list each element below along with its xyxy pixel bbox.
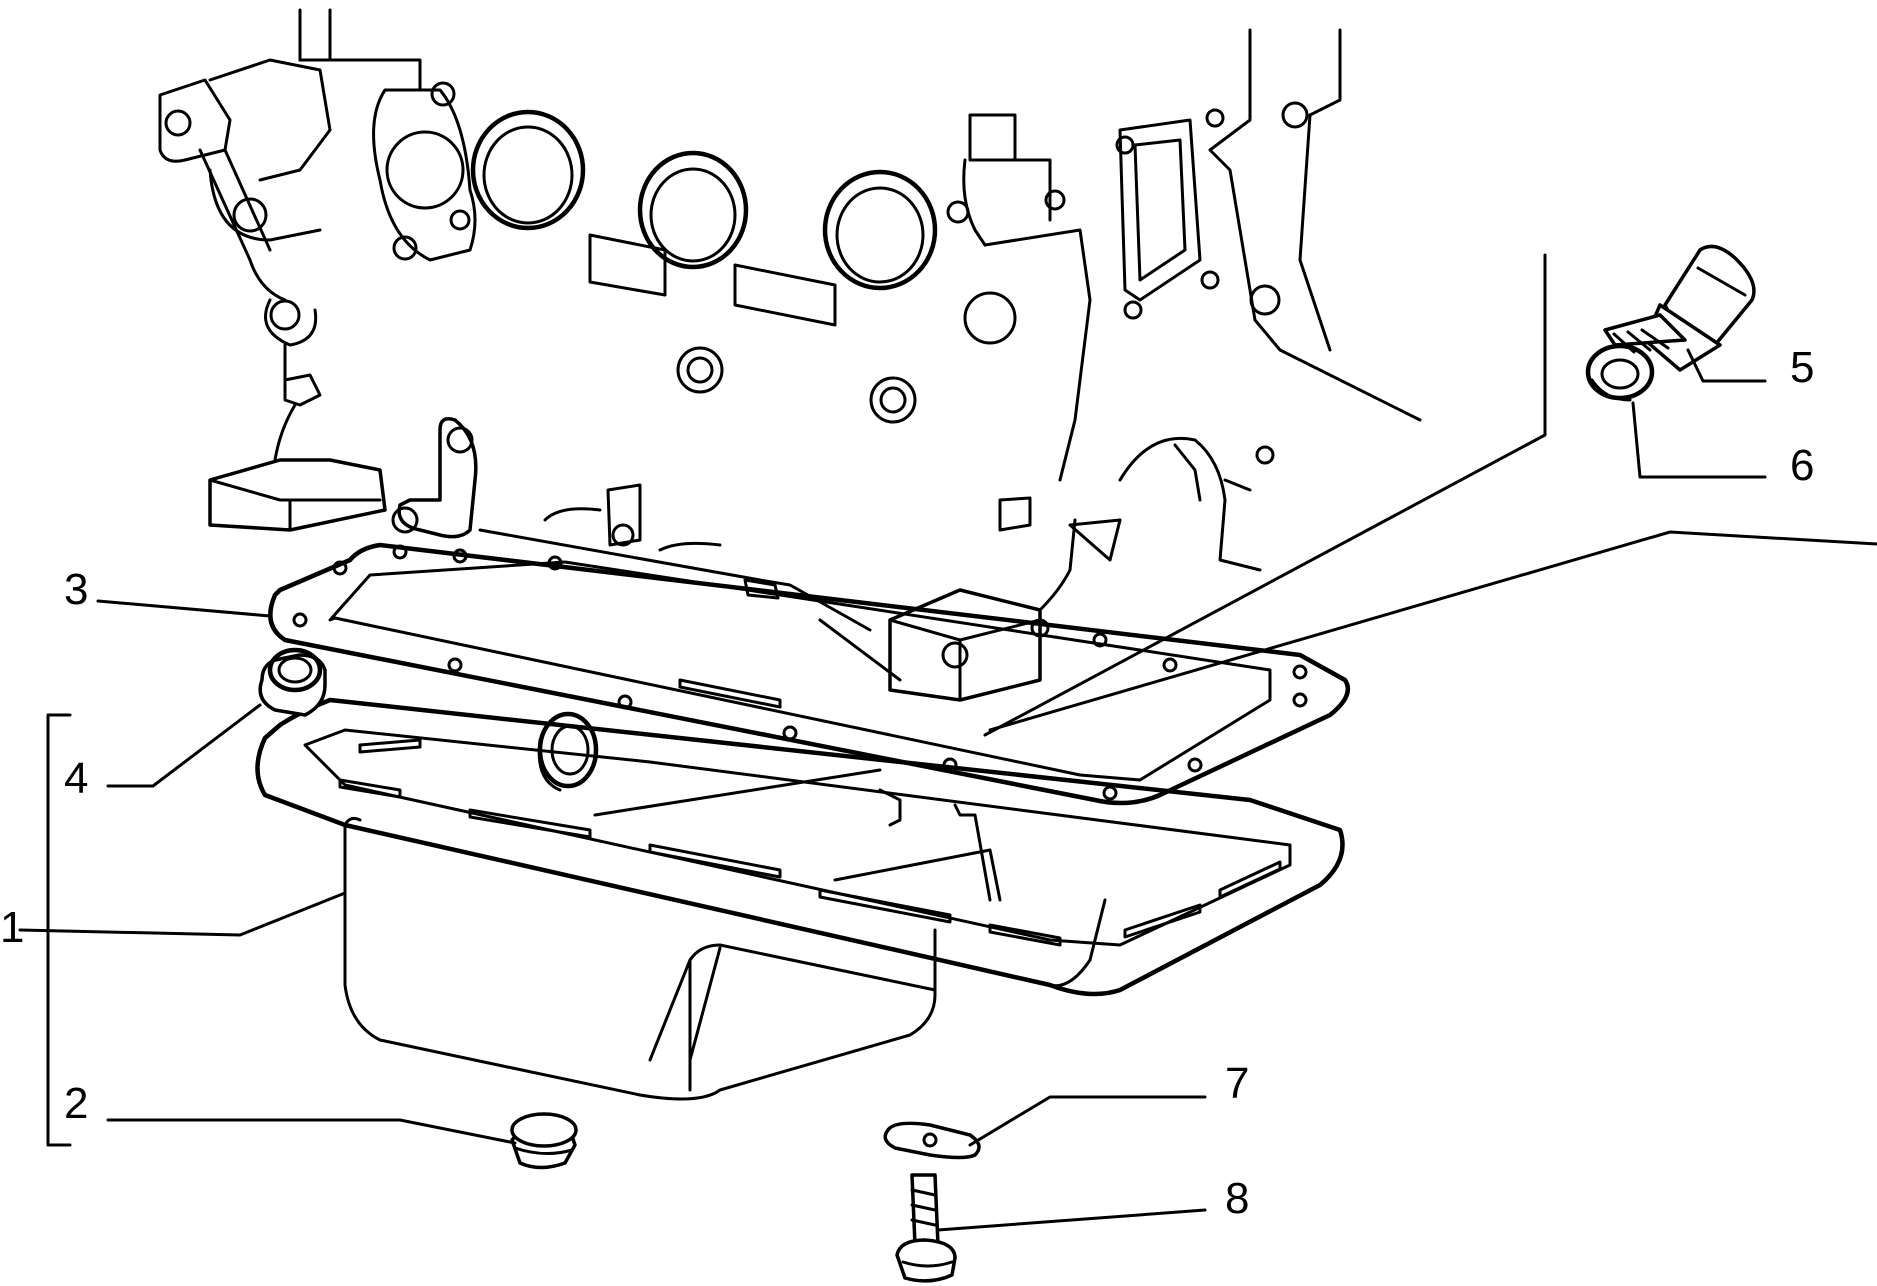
label-part-8: 8 bbox=[1225, 1174, 1249, 1223]
label-part-6: 6 bbox=[1790, 441, 1814, 490]
bolt-part-5 bbox=[1603, 244, 1756, 372]
washer-part-6 bbox=[1585, 343, 1655, 402]
label-part-7: 7 bbox=[1225, 1059, 1249, 1108]
label-part-1: 1 bbox=[0, 903, 24, 952]
label-part-4: 4 bbox=[64, 754, 88, 803]
label-part-3: 3 bbox=[64, 565, 88, 614]
leader-lines bbox=[18, 253, 1877, 1232]
tab-washer-part-7 bbox=[883, 1121, 981, 1160]
oil-pan-gasket bbox=[268, 542, 1351, 806]
drain-plug-part-2 bbox=[510, 1112, 578, 1170]
oil-pan-flange-slots bbox=[338, 678, 1282, 947]
label-part-5: 5 bbox=[1790, 343, 1814, 392]
plug-sleeve-part-4 bbox=[258, 647, 327, 717]
part-labels: 1 2 3 4 5 6 7 8 bbox=[0, 343, 1814, 1223]
seal-ring bbox=[537, 711, 599, 792]
screw-part-8 bbox=[895, 1173, 957, 1283]
label-part-2: 2 bbox=[64, 1079, 88, 1128]
